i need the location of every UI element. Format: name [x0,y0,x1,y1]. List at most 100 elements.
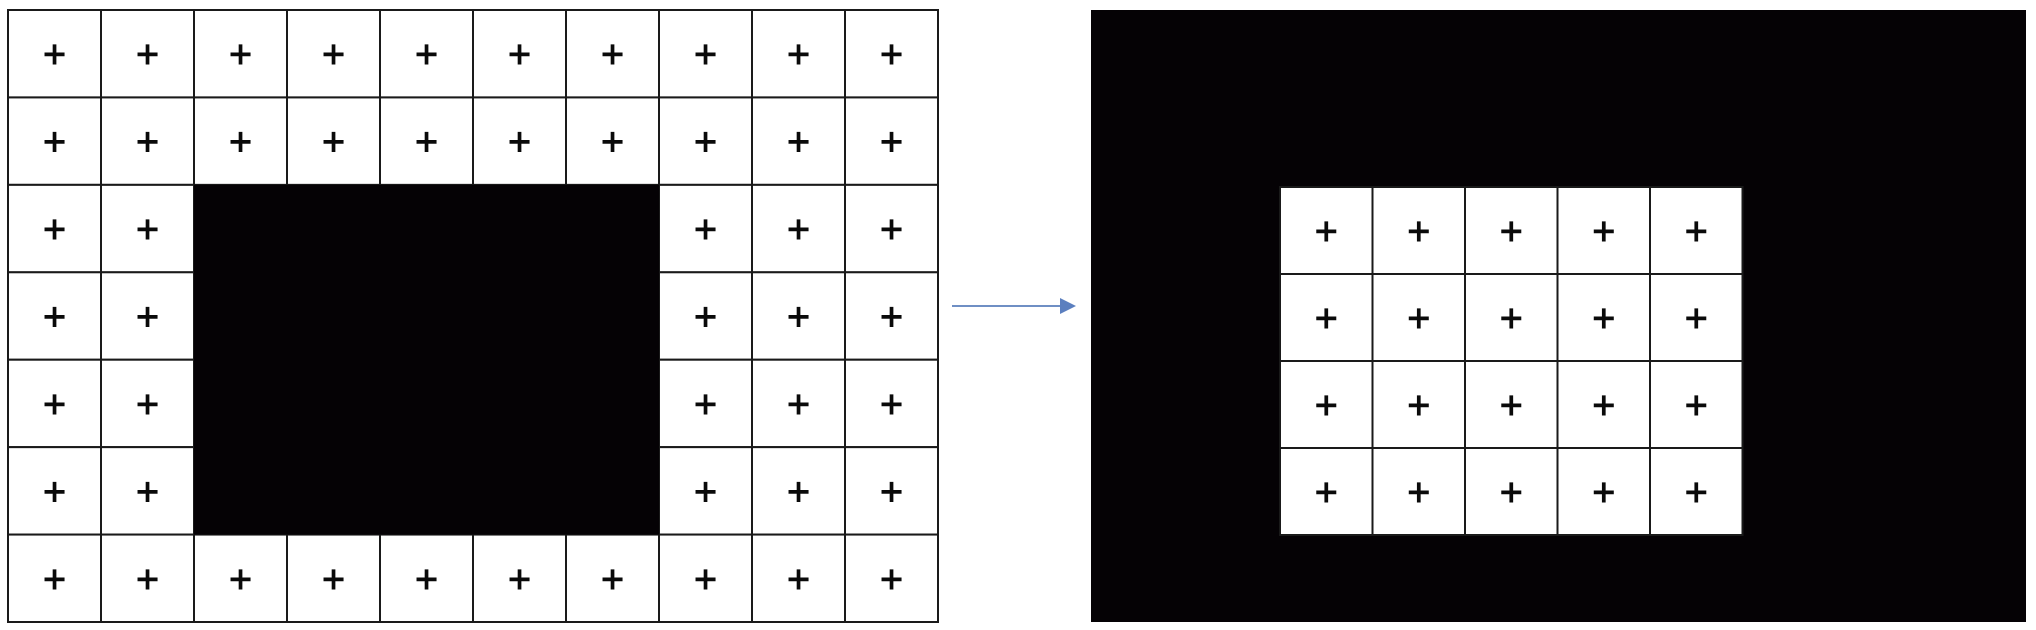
plus-marker: + [692,559,719,597]
left-grid-panel: + + + + + + + + + + + + + + + + + + + + + + + + + + + + + + + + + + + + + + + +… [7,9,939,623]
grid-cell [751,533,846,623]
plus-marker: + [1590,299,1617,337]
plus-marker: + [1590,212,1617,250]
plus-marker: + [785,384,812,422]
plus-marker: + [1405,386,1432,424]
plus-marker: + [1683,299,1710,337]
grid-cell [7,358,102,449]
grid-cell [100,533,195,623]
plus-marker: + [878,35,905,73]
plus-marker: + [41,559,68,597]
plus-marker: + [785,297,812,335]
plus-marker: + [785,210,812,248]
grid-cell [565,96,660,186]
plus-marker: + [320,35,347,73]
plus-marker: + [1313,212,1340,250]
plus-marker: + [134,210,161,248]
plus-marker: + [692,35,719,73]
plus-marker: + [1313,473,1340,511]
grid-cell [1649,273,1744,362]
plus-marker: + [599,35,626,73]
plus-marker: + [785,472,812,510]
grid-cell [100,183,195,274]
plus-marker: + [692,472,719,510]
plus-marker: + [506,35,533,73]
grid-cell [1649,186,1744,275]
plus-marker: + [1313,386,1340,424]
plus-marker: + [413,122,440,160]
plus-marker: + [878,472,905,510]
plus-marker: + [134,384,161,422]
plus-marker: + [134,297,161,335]
grid-cell [1279,447,1374,536]
plus-marker: + [785,35,812,73]
plus-marker: + [692,122,719,160]
plus-marker: + [320,559,347,597]
grid-cell [1556,447,1651,536]
grid-cell [7,446,102,536]
plus-marker: + [227,122,254,160]
plus-marker: + [692,210,719,248]
grid-cell [1371,273,1466,362]
grid-cell [379,533,474,623]
plus-marker: + [134,122,161,160]
grid-cell [844,96,939,186]
plus-marker: + [506,559,533,597]
grid-cell [1556,360,1651,449]
grid-cell [658,9,753,99]
plus-marker: + [1498,212,1525,250]
grid-cell [472,9,567,99]
grid-cell [1649,360,1744,449]
plus-marker: + [1590,473,1617,511]
grid-cell [100,271,195,361]
plus-marker: + [134,559,161,597]
grid-cell [844,533,939,623]
plus-marker: + [1498,386,1525,424]
plus-marker: + [878,122,905,160]
transform-arrow [952,298,1076,314]
plus-marker: + [599,122,626,160]
plus-marker: + [1683,212,1710,250]
plus-marker: + [878,384,905,422]
plus-marker: + [878,210,905,248]
plus-marker: + [1498,299,1525,337]
plus-marker: + [1405,299,1432,337]
plus-marker: + [41,297,68,335]
plus-marker: + [134,472,161,510]
plus-marker: + [1590,386,1617,424]
grid-cell [1279,360,1374,449]
right-grid-panel: ++++++++++++++++++++ [1091,10,2026,622]
plus-marker: + [1498,473,1525,511]
grid-cell [100,9,195,99]
grid-cell [658,183,753,274]
plus-marker: + [320,122,347,160]
grid-cell [472,96,567,186]
grid-cell [1371,447,1466,536]
grid-cell [1464,273,1559,362]
plus-marker: + [506,122,533,160]
grid-cell [565,533,660,623]
plus-marker: + [692,384,719,422]
grid-cell [1556,186,1651,275]
masked-region [194,184,659,535]
grid-cell [658,271,753,361]
plus-marker: + [413,559,440,597]
plus-marker: + [878,559,905,597]
plus-marker: + [692,297,719,335]
grid-cell [1279,186,1374,275]
grid-cell [1371,186,1466,275]
grid-cell [658,96,753,186]
arrow-head-icon [1060,298,1076,314]
plus-marker: + [41,35,68,73]
grid-cell [658,533,753,623]
grid-cell [751,446,846,536]
plus-marker: + [413,35,440,73]
plus-marker: + [785,559,812,597]
plus-marker: + [134,35,161,73]
grid-cell [844,9,939,99]
plus-marker: + [599,559,626,597]
plus-marker: + [41,472,68,510]
plus-marker: + [785,122,812,160]
plus-marker: + [227,559,254,597]
